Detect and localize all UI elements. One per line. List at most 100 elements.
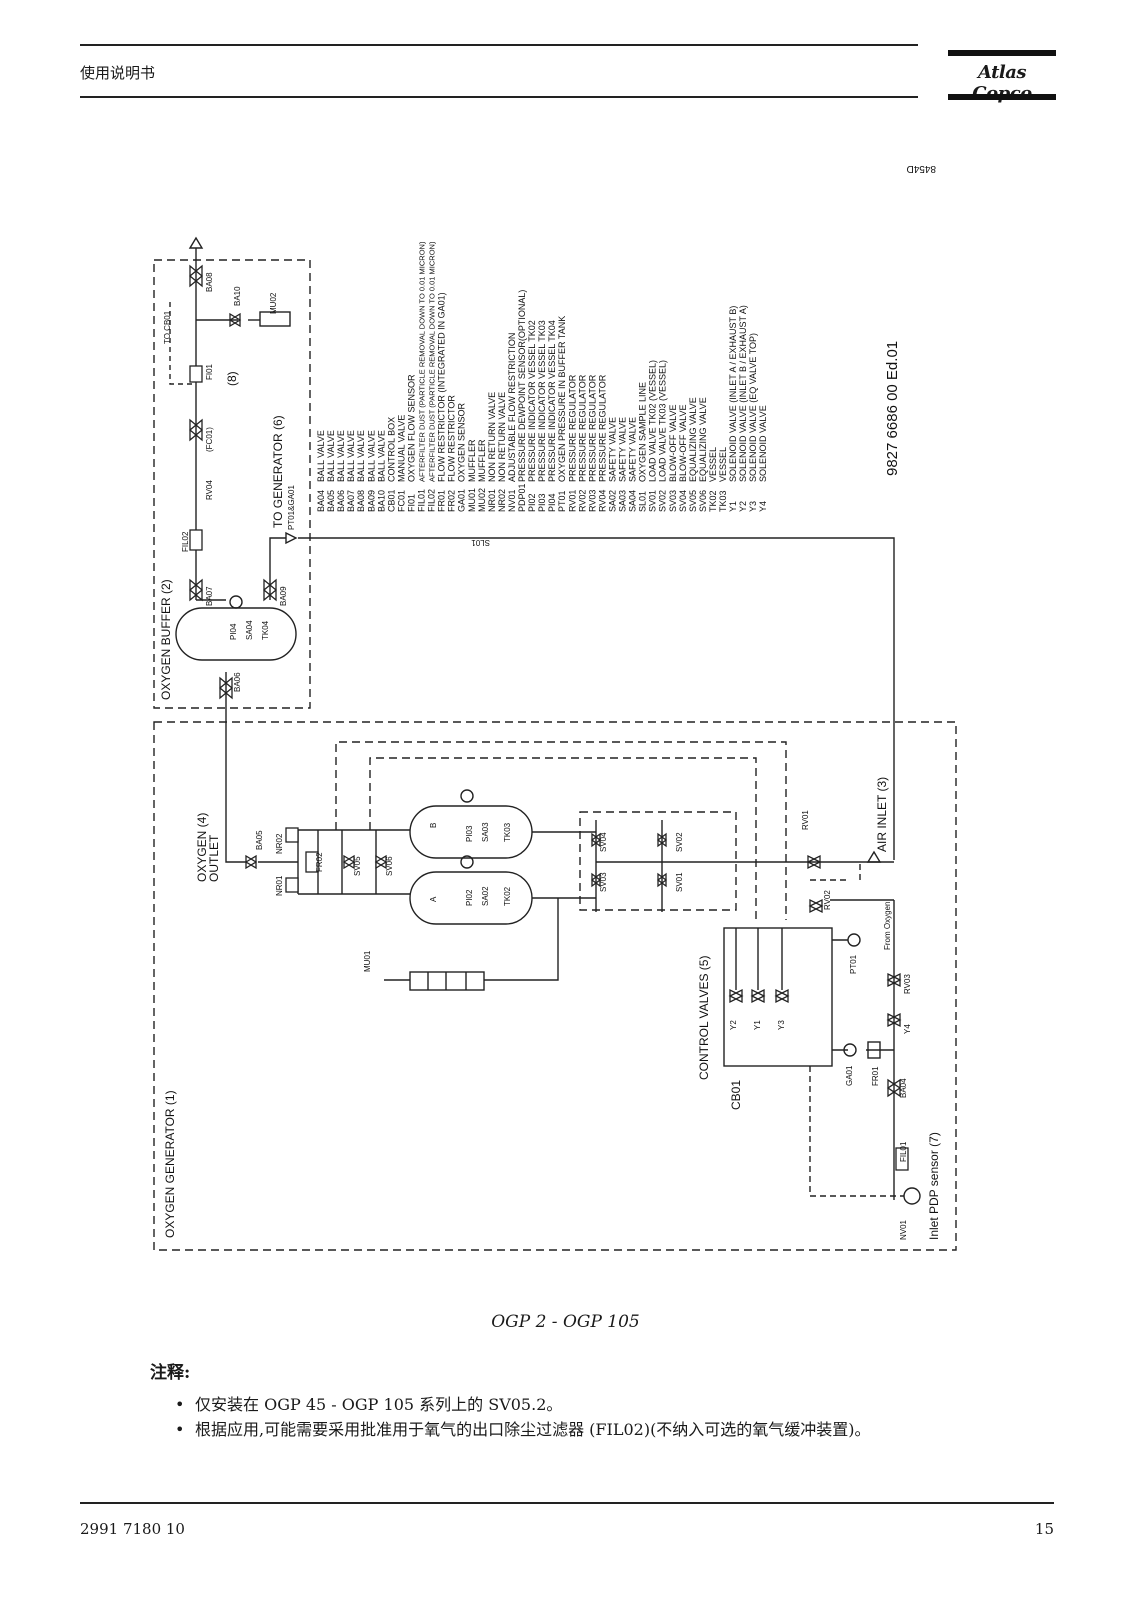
bullet-icon: • <box>175 1420 185 1439</box>
legend-description: LOAD VALVE TK02 (VESSEL) <box>648 360 658 482</box>
doc-number: 9827 6686 00 Ed.01 <box>884 341 901 476</box>
tag-sv05: SV05 <box>353 856 362 876</box>
notes-title: 注释: <box>150 1363 191 1383</box>
label-oxygen-generator: OXYGEN GENERATOR (1) <box>163 1090 177 1238</box>
legend-description: BALL VALVE <box>326 430 336 482</box>
legend-description: BALL VALVE <box>366 430 376 482</box>
legend-code: NV01 <box>507 489 517 512</box>
legend-code: SA02 <box>607 490 617 512</box>
tag-sv06: SV06 <box>385 856 394 876</box>
pid-diagram: OXYGEN GENERATOR (1) OXYGEN BUFFER (2) A… <box>153 163 957 1251</box>
tag-fil02: FIL02 <box>181 531 190 552</box>
label-control-valves: CONTROL VALVES (5) <box>697 956 711 1080</box>
legend-description: BALL VALVE <box>346 430 356 482</box>
legend-description: FLOW RESTRICTOR (INTEGRATED IN GA01) <box>437 292 447 482</box>
tag-y2: Y2 <box>729 1020 738 1030</box>
legend-code: FC01 <box>396 490 406 512</box>
logo-bar-top <box>948 50 1056 56</box>
legend-description: SOLENOID VALVE <box>758 405 768 482</box>
legend-description: PRESSURE REGULATOR <box>577 374 587 482</box>
notes-list: •仅安装在 OGP 45 - OGP 105 系列上的 SV05.2。 •根据应… <box>175 1392 1075 1442</box>
bullet-icon: • <box>175 1395 185 1414</box>
legend-description: BALL VALVE <box>376 430 386 482</box>
oxygen-buffer-box <box>153 259 311 709</box>
header-rule-top <box>80 44 918 46</box>
legend-description: OXYGEN FLOW SENSOR <box>406 374 416 482</box>
legend-description: OXYGEN PRESSURE IN BUFFER TANK <box>557 316 567 482</box>
legend-description: CONTROL BOX <box>386 417 396 482</box>
legend-description: VESSEL <box>708 447 718 482</box>
legend-code: FR02 <box>447 490 457 512</box>
legend-code: SV03 <box>668 490 678 512</box>
legend-code: RV04 <box>597 490 607 512</box>
legend-description: MUFFLER <box>477 439 487 482</box>
legend-description: SOLENOID VALVE (INLET A / EXHAUST B) <box>728 306 738 482</box>
legend-description: EQUALIZING VALVE <box>698 397 708 482</box>
legend-code: RV02 <box>577 490 587 512</box>
label-air-inlet: AIR INLET (3) <box>875 777 889 852</box>
legend-description: OXYGEN SAMPLE LINE <box>638 382 648 482</box>
legend-description: PRESSURE REGULATOR <box>587 374 597 482</box>
label-to-generator: TO GENERATOR (6) <box>271 415 285 528</box>
legend-description: NON RETURN VALVE <box>487 392 497 482</box>
control-box <box>723 927 833 1067</box>
diagram-caption: OGP 2 - OGP 105 <box>491 1312 640 1332</box>
tag-fi01: FI01 <box>205 363 214 380</box>
label-oxygen-outlet-1: OXYGEN (4) <box>195 813 209 882</box>
note-item: • 仅安装在 OGP 45 - OGP 105 系列上的 SV05.2。 <box>175 1392 1075 1417</box>
note-text: 仅安装在 OGP 45 - OGP 105 系列上的 SV05.2。 <box>195 1395 563 1414</box>
tag-ba04: BA04 <box>899 1078 908 1098</box>
logo-bar-bottom <box>948 94 1056 100</box>
tag-nr01: NR01 <box>275 875 284 896</box>
legend-code: FI01 <box>406 494 416 512</box>
legend-description: PRESSURE INDICATOR VESSEL TK03 <box>537 320 547 482</box>
header-rule <box>80 96 918 98</box>
tag-pi02: PI02 <box>465 889 474 906</box>
label-oxygen-outlet-2: OUTLET <box>207 834 221 882</box>
legend-description: BLOW-OFF VALVE <box>668 404 678 482</box>
legend-code: MU01 <box>467 488 477 512</box>
tag-ba08: BA08 <box>205 272 214 292</box>
legend-description: SOLENOID VALVE (EQ VALVE TOP) <box>748 333 758 482</box>
legend-code: BA04 <box>316 490 326 512</box>
tag-sv02: SV02 <box>675 832 684 852</box>
legend-description: LOAD VALVE TK03 (VESSEL) <box>658 360 668 482</box>
legend-description: SOLENOID VALVE (INLET B / EXHAUST A) <box>738 305 748 482</box>
tag-ga01: GA01 <box>845 1065 854 1086</box>
footer-page-number: 15 <box>1034 1520 1054 1538</box>
legend-code: SA03 <box>618 490 628 512</box>
footer-doc-id: 2991 7180 10 <box>80 1520 185 1538</box>
legend-code: BA07 <box>346 490 356 512</box>
oxygen-generator-box <box>153 721 957 1251</box>
tag-pt01: PT01 <box>849 954 858 974</box>
legend-code: SV01 <box>648 490 658 512</box>
legend-code: SL01 <box>638 491 648 512</box>
legend-code: PT01 <box>557 490 567 512</box>
label-pt-ga: PT01&GA01 <box>287 485 296 530</box>
tag-sa03: SA03 <box>481 822 490 842</box>
legend-code: BA08 <box>356 490 366 512</box>
tag-pi03: PI03 <box>465 825 474 842</box>
legend-code: RV01 <box>567 490 577 512</box>
brand-logo: Atlas Copco <box>948 50 1056 104</box>
legend-description: AFTERFILTER DUST (PARTICLE REMOVAL DOWN … <box>428 241 437 482</box>
legend-code: PI04 <box>547 493 557 512</box>
legend-code: BA09 <box>366 490 376 512</box>
legend-code: SV06 <box>698 490 708 512</box>
legend-code: PI03 <box>537 493 547 512</box>
label-sl01: SL01 <box>471 538 490 547</box>
legend-code: PI02 <box>527 493 537 512</box>
legend-description: BALL VALVE <box>356 430 366 482</box>
tag-rv02: RV02 <box>823 890 832 910</box>
label-oxygen-buffer: OXYGEN BUFFER (2) <box>159 579 173 700</box>
tag-sv01: SV01 <box>675 872 684 892</box>
legend-description: BALL VALVE <box>316 430 326 482</box>
label-to-cb01: TO CB01 <box>163 310 172 344</box>
legend-code: Y3 <box>748 501 758 512</box>
tag-y3: Y3 <box>777 1020 786 1030</box>
tag-sa02: SA02 <box>481 886 490 906</box>
tag-ba09: BA09 <box>279 586 288 606</box>
legend-description: BALL VALVE <box>336 430 346 482</box>
tag-tk04: TK04 <box>261 620 270 640</box>
